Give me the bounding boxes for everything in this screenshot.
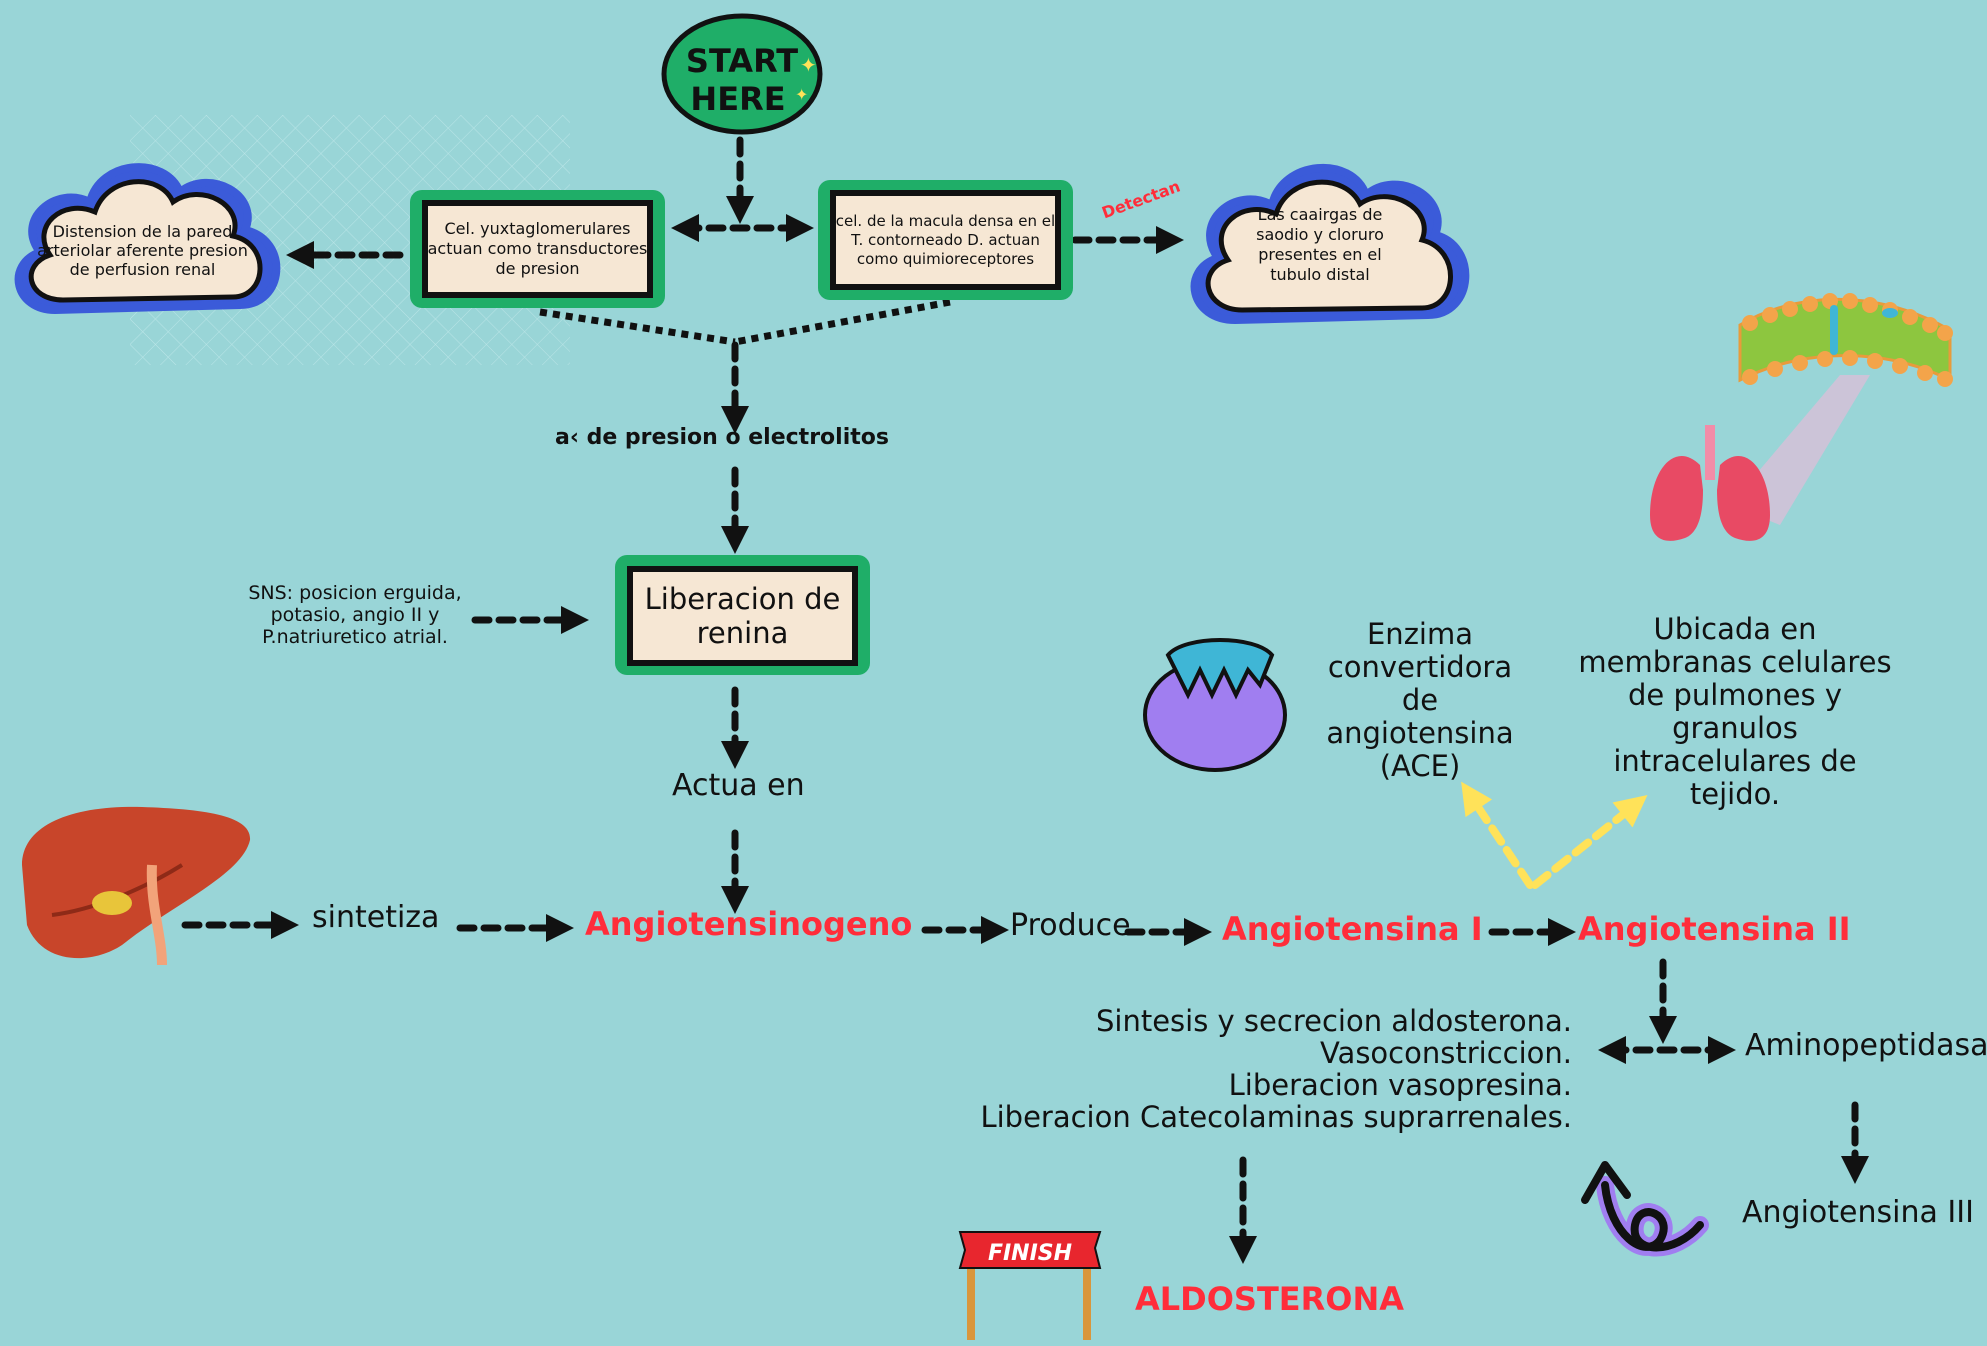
merge-line-left	[539, 308, 736, 346]
box-renina: Liberacion de renina	[627, 566, 858, 666]
angiotensina-2-label: Angiotensina II	[1578, 910, 1851, 948]
merge-line-right	[734, 298, 951, 346]
cloud-right	[1190, 163, 1470, 325]
angiotensina-1-label: Angiotensina I	[1222, 910, 1483, 948]
liver-icon	[22, 806, 251, 966]
enzima-text: Enzima convertidora de angiotensina (ACE…	[1326, 617, 1514, 783]
effect-item: Liberacion vasopresina.	[1228, 1068, 1572, 1102]
cloud-left	[14, 163, 281, 315]
effect-item: Sintesis y secrecion aldosterona.	[1096, 1004, 1572, 1038]
effects-list: Sintesis y secrecion aldosterona. Vasoco…	[980, 1005, 1572, 1133]
sintetiza-label: sintetiza	[312, 900, 440, 935]
lungs-icon	[1650, 425, 1770, 541]
yellow-arrow-left	[1461, 781, 1534, 889]
produce-label: Produce	[1010, 908, 1131, 943]
curved-arrow-icon	[1581, 1161, 1709, 1257]
enzyme-icon	[1143, 638, 1287, 772]
actua-en-label: Actua en	[672, 768, 805, 803]
here-label: HERE	[690, 80, 785, 118]
ubicada-text: Ubicada en membranas celulares de pulmon…	[1578, 612, 1892, 811]
finish-label: FINISH	[988, 1241, 1072, 1266]
angiotensinogeno-label: Angiotensinogeno	[585, 905, 913, 943]
aldosterona-label: ALDOSTERONA	[1135, 1280, 1405, 1318]
cell-membrane-icon	[1738, 293, 1953, 387]
finish-banner-icon: FINISH	[958, 1231, 1102, 1340]
cloud-left-text: Distension de la pared arteriolar aferen…	[37, 221, 248, 279]
start-label: START	[686, 42, 798, 80]
sparkle-icon: ✦	[800, 53, 817, 77]
effect-item: Vasoconstriccion.	[1319, 1036, 1572, 1070]
effect-item: Liberacion Catecolaminas suprarrenales.	[980, 1100, 1572, 1134]
change-label: a‹ de presion o electrolitos	[555, 425, 889, 450]
cloud-right-text: Las caairgas de saodio y cloruro present…	[1256, 205, 1384, 284]
angiotensina-3-label: Angiotensina III	[1742, 1195, 1974, 1230]
sparkle-icon: ✦	[795, 85, 808, 104]
start-badge: START HERE ✦ ✦	[661, 13, 823, 135]
box-yuxta: Cel. yuxtaglomerulares actuan como trans…	[422, 200, 653, 298]
yellow-arrow-right	[1531, 795, 1648, 889]
box-macula: cel. de la macula densa en el T. contorn…	[830, 190, 1061, 290]
sns-text: SNS: posicion erguida, potasio, angio II…	[248, 582, 462, 648]
aminopeptidasa-label: Aminopeptidasa	[1745, 1028, 1987, 1063]
